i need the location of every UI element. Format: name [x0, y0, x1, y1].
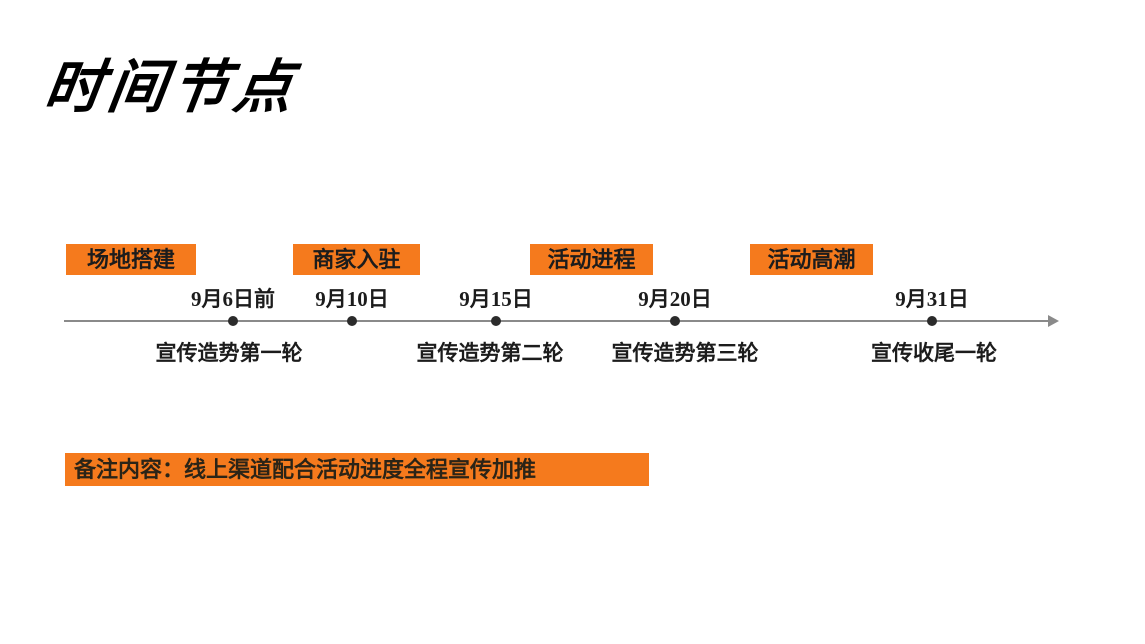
round-note-3: 宣传造势第三轮	[611, 341, 759, 365]
timeline-dot-2	[347, 316, 357, 326]
timeline-dot-4	[670, 316, 680, 326]
round-note-2: 宣传造势第二轮	[416, 341, 564, 365]
timeline-dot-1	[228, 316, 238, 326]
round-note-1: 宣传造势第一轮	[155, 341, 303, 365]
timeline-dot-3	[491, 316, 501, 326]
milestone-date-3: 9月15日	[459, 287, 533, 311]
phase-box-activity-progress: 活动进程	[530, 244, 653, 275]
timeline-axis	[64, 320, 1050, 322]
timeline-dot-5	[927, 316, 937, 326]
milestone-date-4: 9月20日	[638, 287, 712, 311]
milestone-date-1: 9月6日前	[191, 287, 275, 311]
milestone-date-2: 9月10日	[315, 287, 389, 311]
page-title: 时间节点	[40, 53, 303, 121]
phase-box-activity-climax: 活动高潮	[750, 244, 873, 275]
timeline-arrowhead-icon	[1048, 315, 1059, 327]
round-note-4: 宣传收尾一轮	[871, 341, 997, 365]
footer-note-text: 备注内容：线上渠道配合活动进度全程宣传加推	[74, 457, 537, 482]
phase-box-merchant-entry: 商家入驻	[293, 244, 420, 275]
footer-note-bar: 备注内容：线上渠道配合活动进度全程宣传加推	[65, 453, 649, 486]
milestone-date-5: 9月31日	[895, 287, 969, 311]
phase-box-venue-setup: 场地搭建	[66, 244, 196, 275]
